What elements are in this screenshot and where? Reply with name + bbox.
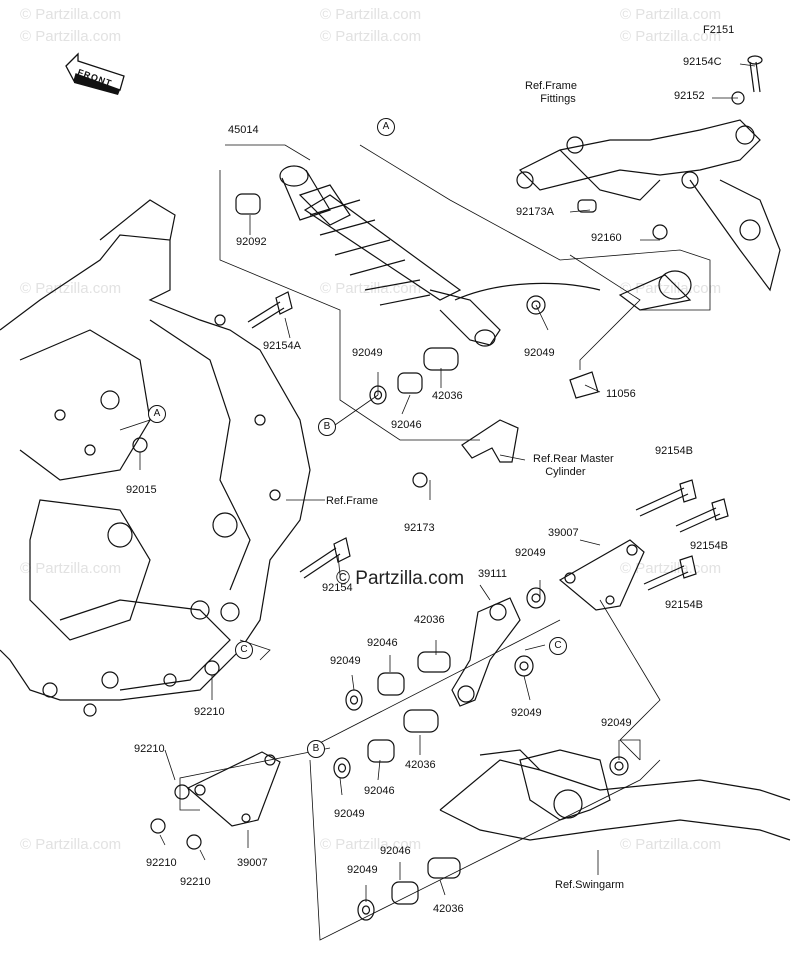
part-label[interactable]: 92210	[194, 706, 225, 718]
swingarm	[439, 759, 791, 841]
part-label[interactable]: 92049	[352, 347, 383, 359]
part-label[interactable]: 92210	[134, 743, 165, 755]
part-label[interactable]: 92173	[404, 522, 435, 534]
callout-b: B	[318, 418, 336, 436]
frame-fittings	[518, 119, 761, 191]
part-label[interactable]: 92049	[601, 717, 632, 729]
watermark: © Partzilla.com	[620, 28, 722, 45]
part-label[interactable]: 92049	[347, 864, 378, 876]
watermark-center: © Partzilla.com	[336, 568, 465, 589]
part-label[interactable]: 92092	[236, 236, 267, 248]
watermark: © Partzilla.com	[320, 836, 422, 853]
part-label[interactable]: 42036	[414, 614, 445, 626]
part-label[interactable]: 92015	[126, 484, 157, 496]
part-label[interactable]: 11056	[606, 388, 636, 400]
part-label[interactable]: 92154C	[683, 56, 722, 68]
callout-c: C	[235, 641, 253, 659]
watermark: © Partzilla.com	[20, 28, 122, 45]
linkage-plate	[558, 539, 645, 611]
part-label[interactable]: 39111	[478, 568, 507, 580]
watermark: © Partzilla.com	[620, 6, 722, 23]
frame-outline	[0, 234, 311, 701]
part-label[interactable]: 92046	[364, 785, 395, 797]
callout-a: A	[377, 118, 395, 136]
shock-absorber	[279, 165, 692, 347]
part-label[interactable]: 92154B	[665, 599, 703, 611]
part-label[interactable]: 92154B	[690, 540, 728, 552]
watermark: © Partzilla.com	[20, 560, 122, 577]
part-label[interactable]: 92049	[511, 707, 542, 719]
ref-frame-fittings: Ref.Frame Fittings	[525, 80, 577, 105]
watermark: © Partzilla.com	[320, 28, 422, 45]
part-label[interactable]: 92049	[524, 347, 555, 359]
figure-code: F2151	[703, 24, 735, 36]
watermark: © Partzilla.com	[620, 836, 722, 853]
callout-b: B	[307, 740, 325, 758]
watermark: © Partzilla.com	[20, 280, 122, 297]
part-label[interactable]: 92152	[674, 90, 705, 102]
part-label[interactable]: 45014	[228, 124, 259, 136]
part-label[interactable]: 92154A	[263, 340, 301, 352]
part-label[interactable]: 39007	[237, 857, 268, 869]
part-label[interactable]: 42036	[405, 759, 436, 771]
ref-swingarm: Ref.Swingarm	[555, 879, 625, 891]
ref-frame: Ref.Frame	[326, 495, 378, 507]
part-label[interactable]: 92046	[367, 637, 398, 649]
watermark: © Partzilla.com	[20, 836, 122, 853]
part-label[interactable]: 42036	[433, 903, 464, 915]
part-label[interactable]: 92154	[322, 582, 353, 594]
linkage-plate	[186, 751, 281, 827]
watermark: © Partzilla.com	[20, 6, 122, 23]
part-label[interactable]: 92046	[380, 845, 411, 857]
part-label[interactable]: 92160	[591, 232, 622, 244]
part-label[interactable]: 92046	[391, 419, 422, 431]
part-label[interactable]: 92210	[180, 876, 211, 888]
part-label[interactable]: 42036	[432, 390, 463, 402]
front-arrow-icon	[65, 52, 125, 95]
ref-rear-master-cylinder: Ref.Rear Master Cylinder	[533, 453, 614, 478]
part-label[interactable]: 92154B	[655, 445, 693, 457]
part-label[interactable]: 92049	[330, 655, 361, 667]
part-label[interactable]: 92210	[146, 857, 177, 869]
part-label[interactable]: 92049	[334, 808, 365, 820]
rocker-arm	[451, 597, 521, 707]
callout-c: C	[549, 637, 567, 655]
part-label[interactable]: 92049	[515, 547, 546, 559]
part-label[interactable]: 39007	[548, 527, 579, 539]
part-label[interactable]: 92173A	[516, 206, 554, 218]
callout-a: A	[148, 405, 166, 423]
watermark: © Partzilla.com	[320, 6, 422, 23]
